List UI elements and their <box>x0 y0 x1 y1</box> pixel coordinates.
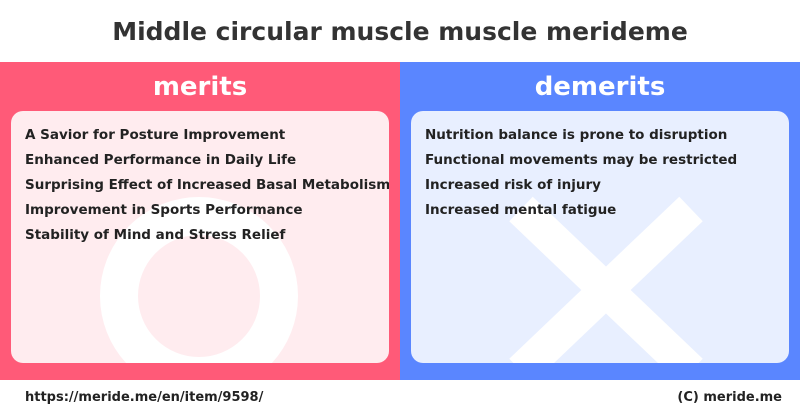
page-title: Middle circular muscle muscle merideme <box>112 16 688 46</box>
footer-url: https://meride.me/en/item/9598/ <box>25 390 264 405</box>
cross-icon <box>509 196 703 363</box>
list-item: Improvement in Sports Performance <box>25 202 303 218</box>
demerits-panel: demerits Nutrition balance is prone to d… <box>400 62 800 380</box>
merits-heading: merits <box>152 72 248 102</box>
demerits-list: Nutrition balance is prone to disruption… <box>425 125 737 225</box>
circle-icon <box>100 197 298 363</box>
list-item: Functional movements may be restricted <box>425 152 738 168</box>
demerits-heading: demerits <box>534 72 666 102</box>
list-item: Surprising Effect of Increased Basal Met… <box>25 177 389 193</box>
list-item: Stability of Mind and Stress Relief <box>25 227 286 243</box>
list-item: Increased mental fatigue <box>425 202 617 218</box>
merits-panel: merits A Savior for Posture Improvement … <box>0 62 400 380</box>
list-item: A Savior for Posture Improvement <box>25 127 286 143</box>
demerits-card: Nutrition balance is prone to disruption… <box>411 111 789 363</box>
list-item: Enhanced Performance in Daily Life <box>25 152 297 168</box>
merits-card: A Savior for Posture Improvement Enhance… <box>11 111 389 363</box>
merits-list: A Savior for Posture Improvement Enhance… <box>25 125 389 250</box>
footer-copyright: (C) meride.me <box>677 390 782 405</box>
list-item: Increased risk of injury <box>425 177 601 193</box>
list-item: Nutrition balance is prone to disruption <box>425 127 728 143</box>
